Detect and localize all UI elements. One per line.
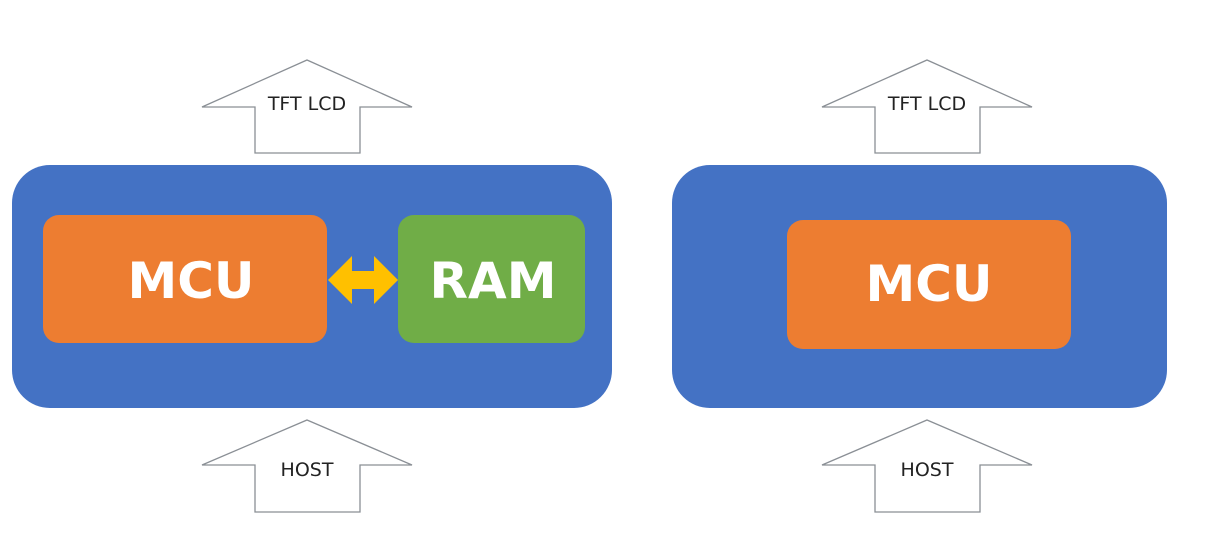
tft-lcd-arrow-right: TFT LCD <box>821 59 1033 154</box>
diagram-left: TFT LCD MCU RAM HOST <box>12 59 612 513</box>
mcu-rect <box>787 220 1071 349</box>
up-arrow-icon <box>201 59 413 154</box>
tft-lcd-label: TFT LCD <box>887 93 966 115</box>
ram-label: RAM <box>430 252 557 310</box>
mcu-block-left: MCU <box>43 215 327 343</box>
tft-lcd-label: TFT LCD <box>267 93 346 115</box>
host-label: HOST <box>281 459 334 481</box>
up-arrow-icon <box>201 419 413 513</box>
host-arrow-right: HOST <box>821 419 1033 513</box>
mcu-label: MCU <box>865 255 992 313</box>
bidirectional-arrow-icon <box>328 256 398 304</box>
host-label: HOST <box>901 459 954 481</box>
diagram-right: TFT LCD MCU HOST <box>672 59 1167 513</box>
mcu-rect <box>43 215 327 343</box>
mcu-label: MCU <box>127 252 254 310</box>
ram-block: RAM <box>398 215 585 343</box>
ram-rect <box>398 215 585 343</box>
up-arrow-icon <box>821 59 1033 154</box>
tft-lcd-arrow-left: TFT LCD <box>201 59 413 154</box>
host-arrow-left: HOST <box>201 419 413 513</box>
mcu-block-right: MCU <box>787 220 1071 349</box>
up-arrow-icon <box>821 419 1033 513</box>
